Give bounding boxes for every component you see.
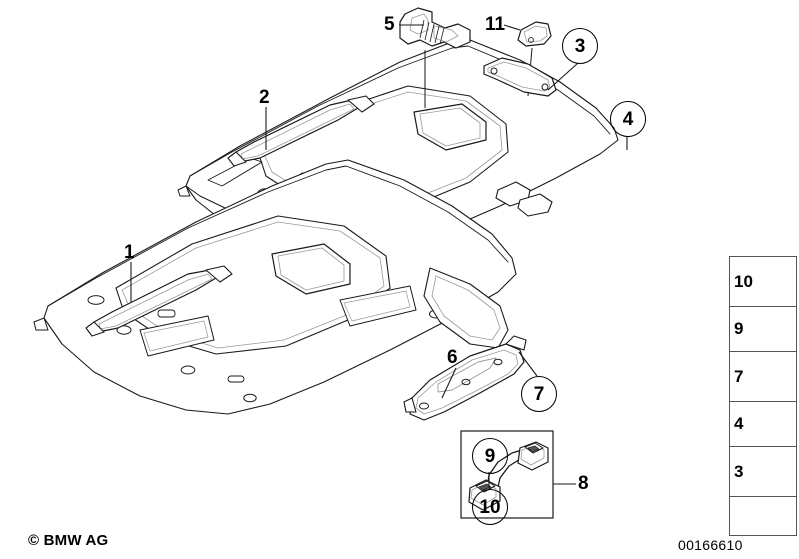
leader-line-6 — [441, 367, 457, 399]
legend-number-10: 10 — [734, 271, 753, 291]
legend-number-7: 7 — [734, 366, 744, 386]
callout-4: 4 — [610, 101, 646, 137]
leader-line-3 — [547, 62, 579, 91]
legend-row-arrow — [730, 497, 796, 536]
callout-5: 5 — [384, 14, 395, 35]
copyright-notice: © BMW AG — [28, 532, 109, 549]
legend-number-3: 3 — [734, 461, 744, 481]
legend-row-10: 10 — [730, 257, 796, 307]
legend-row-7: 7 — [730, 352, 796, 402]
legend-number-4: 4 — [734, 414, 744, 433]
callout-11: 11 — [485, 14, 506, 35]
callout-8: 8 — [578, 473, 589, 494]
diagram-part-number: 00166610 — [678, 537, 743, 553]
legend-row-3: 3 — [730, 447, 796, 497]
legend-row-4: 4 — [730, 402, 796, 447]
part-3-roof-rail-bracket — [483, 57, 557, 217]
callout-leader-lines — [130, 24, 628, 489]
part-6-rear-trim-rail — [403, 335, 527, 421]
callout-10: 10 — [472, 489, 508, 525]
leader-line-11b — [503, 24, 521, 31]
parts-legend: 10 9 7 4 3 — [729, 256, 797, 536]
callout-3: 3 — [562, 28, 598, 64]
callout-9: 9 — [472, 438, 508, 474]
callout-2: 2 — [259, 87, 270, 108]
callout-6: 6 — [447, 347, 458, 368]
front-headliner-panel — [33, 159, 517, 415]
part-5-roof-bow-bracket — [399, 7, 471, 49]
callout-1: 1 — [124, 242, 135, 263]
callout-7: 7 — [521, 376, 557, 412]
legend-number-9: 9 — [734, 319, 744, 338]
legend-row-9: 9 — [730, 307, 796, 352]
part-11-retaining-clip — [517, 21, 552, 47]
leader-line-7 — [518, 351, 538, 377]
